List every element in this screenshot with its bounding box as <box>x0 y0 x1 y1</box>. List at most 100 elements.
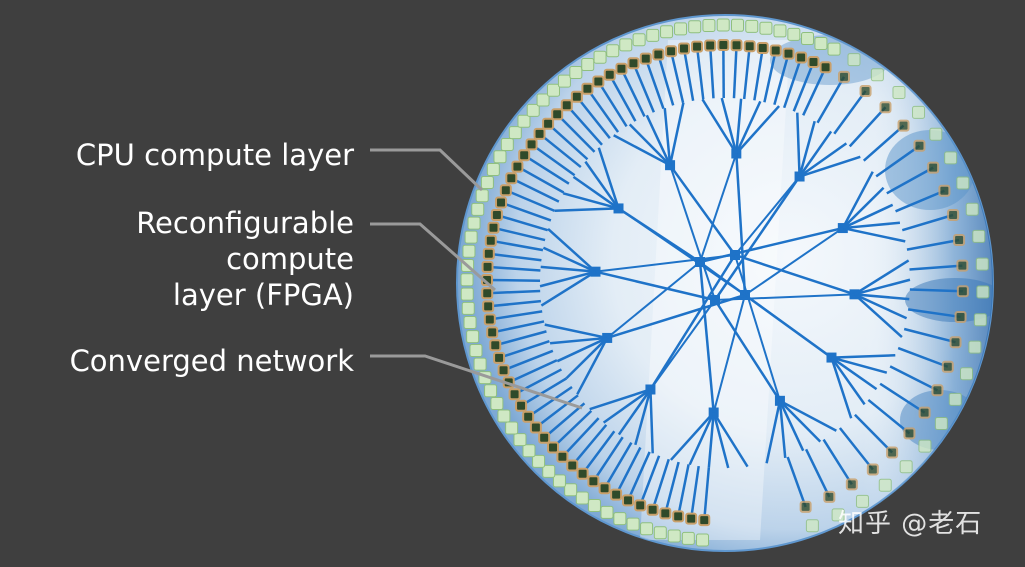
network-link <box>508 359 558 384</box>
network-link <box>664 461 680 514</box>
fpga-layer-label-line1: Reconfigurable compute <box>136 206 354 276</box>
network-link <box>487 289 541 295</box>
network-link <box>620 68 646 117</box>
cpu-node <box>513 433 527 447</box>
cpu-node <box>965 202 979 216</box>
cpu-node <box>759 21 773 35</box>
fpga-node <box>659 507 672 520</box>
network-link <box>592 436 624 482</box>
network-link <box>830 356 866 406</box>
network-link <box>841 186 885 229</box>
network-link <box>602 388 652 424</box>
network-link <box>668 102 685 166</box>
network-link <box>862 124 905 162</box>
cpu-node <box>702 19 716 33</box>
fpga-node <box>482 247 495 260</box>
fpga-node <box>515 399 528 412</box>
cpu-node <box>805 519 819 533</box>
fpga-node <box>483 313 496 326</box>
network-link <box>802 66 827 116</box>
network-link <box>698 261 715 413</box>
network-link <box>547 227 597 273</box>
network-link <box>689 465 700 519</box>
network-link <box>853 259 910 296</box>
fpga-node <box>581 82 594 95</box>
network-link <box>695 46 705 100</box>
cpu-node <box>600 505 614 519</box>
network-link <box>792 61 815 112</box>
leader-lines <box>370 148 583 410</box>
network-link <box>543 402 586 439</box>
network-link <box>523 154 570 185</box>
network-link <box>831 356 888 374</box>
network-label-text: Converged network <box>69 344 354 378</box>
cpu-node <box>674 22 688 36</box>
fpga-node <box>947 209 960 222</box>
cpu-layer-label: CPU compute layer <box>76 137 354 173</box>
fpga-node <box>529 421 542 434</box>
network-link <box>799 155 861 178</box>
fpga-node <box>941 360 954 373</box>
network-link <box>520 377 568 407</box>
fpga-node <box>953 234 966 247</box>
fpga-node <box>497 364 510 377</box>
cpu-node <box>486 162 500 176</box>
network-link <box>712 411 749 468</box>
fpga-node <box>525 138 538 151</box>
fpga-node <box>603 68 616 81</box>
fpga-node <box>652 48 665 61</box>
fpga-node <box>587 475 600 488</box>
network-link <box>682 48 695 101</box>
network-link <box>842 226 906 243</box>
cpu-node <box>731 18 745 32</box>
fpga-node <box>879 101 892 114</box>
fpga-node <box>487 221 500 234</box>
network-link <box>822 438 853 486</box>
network-link <box>595 254 736 273</box>
cpu-node <box>480 175 494 189</box>
network-link <box>540 265 596 273</box>
network-link <box>669 164 737 256</box>
cpu-node <box>660 25 674 39</box>
cpu-node <box>640 522 654 536</box>
network-link <box>589 388 651 411</box>
fpga-node <box>499 184 512 197</box>
fpga-layer-label-line2: layer (FPGA) <box>172 278 354 312</box>
network-link <box>493 226 546 242</box>
network-leader-line <box>370 354 583 410</box>
network-link <box>833 90 867 135</box>
fpga-leader-line <box>370 222 496 292</box>
network-link <box>778 400 787 459</box>
network-link <box>617 388 652 436</box>
cpu-node <box>918 439 932 453</box>
cpu-node <box>745 19 759 33</box>
network-link <box>778 400 805 452</box>
network-link <box>606 261 701 339</box>
cpu-node <box>892 85 906 99</box>
network-link <box>565 104 603 146</box>
network-link <box>798 130 833 178</box>
network-link <box>496 213 549 232</box>
network-link <box>742 46 751 100</box>
network-link <box>554 207 619 212</box>
network-link <box>734 175 801 256</box>
network-link <box>907 308 961 319</box>
cpu-node <box>460 273 474 287</box>
fpga-node <box>627 57 640 70</box>
cpu-node <box>929 127 943 141</box>
network-link <box>735 105 781 155</box>
network-link <box>488 299 542 308</box>
cpu-node <box>508 126 522 140</box>
network-link <box>584 160 620 210</box>
fpga-node <box>931 384 944 397</box>
cpu-node <box>475 189 489 203</box>
network-link <box>712 294 746 413</box>
network-link <box>488 252 542 262</box>
network-link <box>879 382 926 414</box>
cpu-node <box>542 464 556 478</box>
fpga-node <box>823 490 836 503</box>
fpga-node <box>954 310 967 323</box>
cpu-node <box>912 105 926 119</box>
network-link <box>699 261 833 359</box>
